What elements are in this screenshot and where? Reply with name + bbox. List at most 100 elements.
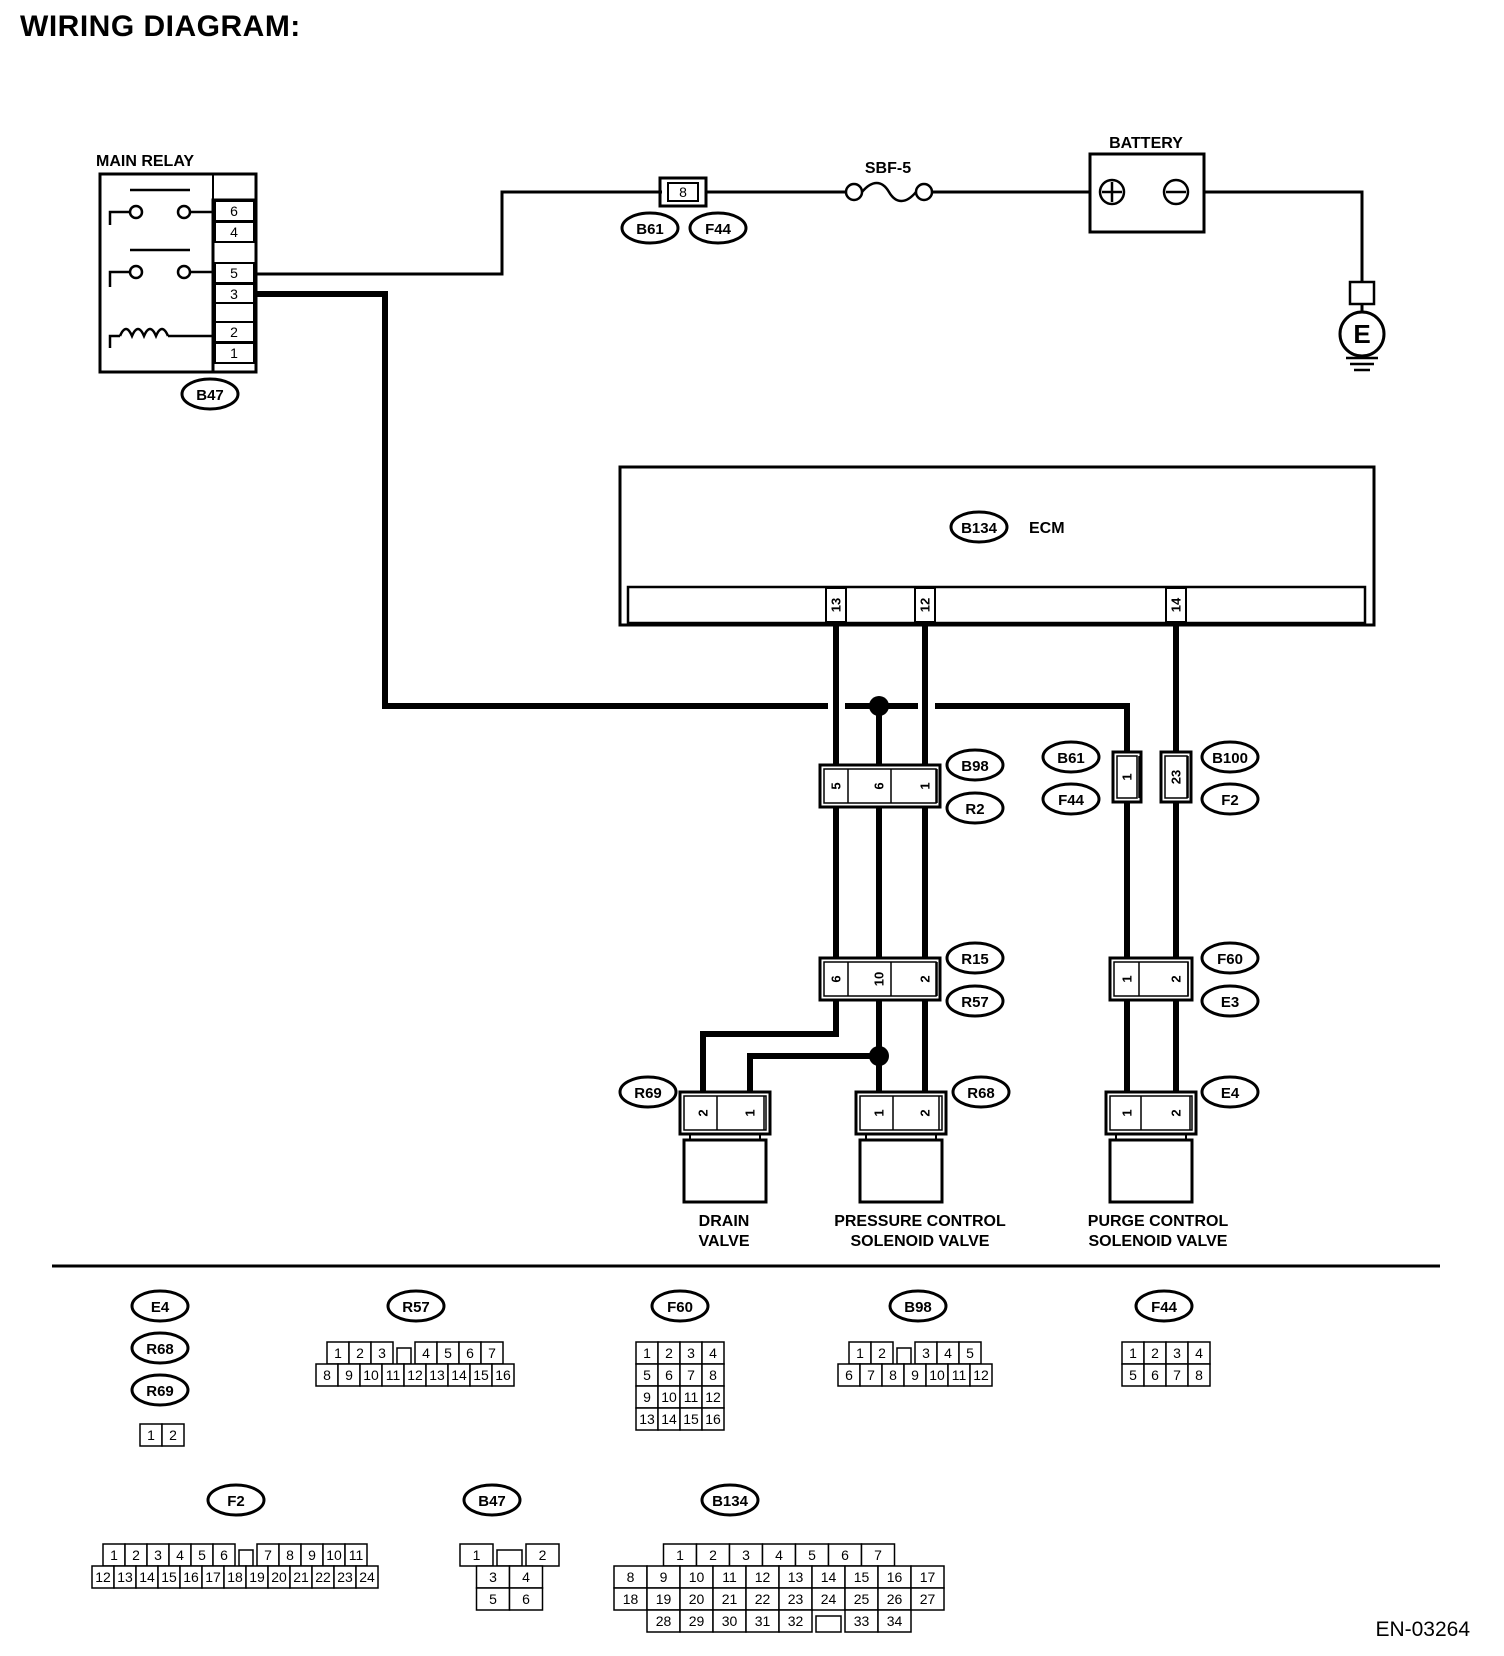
legend-tag: B134 (700, 1483, 760, 1517)
main-relay-label: MAIN RELAY (96, 153, 194, 170)
load-label-line: VALVE (699, 1233, 750, 1250)
legend-cell-label: 26 (887, 1591, 903, 1607)
splice-dot-bottom (869, 1046, 889, 1066)
junction-tag-top: B98 (945, 748, 1005, 782)
legend-cell-label: 17 (920, 1569, 936, 1585)
junction-tag-bottom: R2 (945, 791, 1005, 825)
legend-cell-label: 10 (689, 1569, 705, 1585)
legend-cell-label: 21 (293, 1569, 309, 1585)
legend-cell-label: 20 (271, 1569, 287, 1585)
junction-tag-bottom: F2 (1200, 782, 1260, 816)
legend-cell-label: 4 (422, 1345, 430, 1361)
legend-tag: F2 (206, 1483, 266, 1517)
legend-cell-label: 7 (488, 1345, 496, 1361)
legend-cell-label: 7 (264, 1547, 272, 1563)
legend-cell-label: 8 (709, 1367, 717, 1383)
junction-tag-bottom: R57 (945, 984, 1005, 1018)
legend-cell-label: 12 (407, 1367, 423, 1383)
load-connector-tag: R69 (618, 1075, 678, 1109)
load-connector-tag: E4 (1200, 1075, 1260, 1109)
legend-cell-label: 2 (878, 1345, 886, 1361)
ground-symbol: E (1338, 280, 1386, 372)
junction-tag-top: F60 (1200, 941, 1260, 975)
legend-cell-label: 1 (643, 1345, 651, 1361)
junction-pin-label: 5 (829, 782, 844, 789)
legend-cell-label: 13 (639, 1411, 655, 1427)
legend-tag: R68 (130, 1331, 190, 1365)
legend-cell-label: 23 (337, 1569, 353, 1585)
legend-cell-label: 4 (176, 1547, 184, 1563)
fuse: 8 B61 F44 (620, 176, 748, 245)
legend-cell-label: 2 (356, 1345, 364, 1361)
legend-cell-label: 1 (473, 1547, 481, 1563)
legend-cell-label: 5 (808, 1547, 816, 1563)
legend-cell (491, 1363, 515, 1387)
legend-cell-label: 13 (788, 1569, 804, 1585)
load-pin-label: 2 (696, 1109, 711, 1116)
legend-cell (508, 1587, 544, 1611)
figure-id: EN-03264 (1375, 1618, 1470, 1641)
legend-cell-label: 11 (684, 1389, 699, 1405)
svg-text:E4: E4 (151, 1299, 170, 1316)
legend-cell-label: 25 (854, 1591, 870, 1607)
junction-pin-label: 1 (1120, 975, 1135, 982)
svg-text:F60: F60 (1217, 951, 1243, 968)
legend-cell-label: 18 (227, 1569, 243, 1585)
legend-cell-label: 6 (466, 1345, 474, 1361)
legend-cell-label: 9 (643, 1389, 651, 1405)
legend-cell-label: 6 (1151, 1367, 1159, 1383)
legend-cell-label: 23 (788, 1591, 804, 1607)
ecm-pin-cell (1165, 587, 1187, 623)
legend-cell-label: 4 (709, 1345, 717, 1361)
ecm-pin-cell (825, 587, 847, 623)
legend-key-notch (815, 1615, 842, 1633)
wire-battery-ground (1205, 190, 1364, 282)
legend-cell-label: 5 (643, 1367, 651, 1383)
fuse-number: 8 (679, 184, 687, 200)
legend-cell-label: 16 (495, 1367, 511, 1383)
legend-cell-label: 7 (867, 1367, 875, 1383)
legend-cell-label: 10 (363, 1367, 379, 1383)
legend-cell-label: 14 (821, 1569, 837, 1585)
legend-cell-label: 12 (705, 1389, 721, 1405)
legend-cell-label: 9 (308, 1547, 316, 1563)
legend-cell-label: 24 (821, 1591, 837, 1607)
wire-relay-battery (256, 190, 662, 276)
legend-cell (910, 1587, 945, 1611)
legend-cell-label: 20 (689, 1591, 705, 1607)
legend-cell-label: 11 (349, 1547, 364, 1563)
fusible-link: SBF-5 (844, 160, 934, 203)
legend-cell-label: 16 (705, 1411, 721, 1427)
legend-key-notch (396, 1347, 412, 1365)
legend-cell-label: 9 (911, 1367, 919, 1383)
legend-cell-label: 11 (386, 1367, 401, 1383)
legend-cell-label: 5 (489, 1591, 497, 1607)
legend-cell (778, 1609, 813, 1633)
battery-label: BATTERY (1109, 135, 1183, 152)
load-pin-label: 2 (918, 1109, 933, 1116)
legend-cell (161, 1423, 185, 1447)
relay-pin-cell (214, 342, 255, 364)
load-connector-tag: R68 (951, 1075, 1011, 1109)
legend-cell-label: 11 (952, 1367, 967, 1383)
legend-cell-label: 1 (147, 1427, 155, 1443)
svg-text:B134: B134 (712, 1493, 749, 1510)
junction-tag-bottom: E3 (1200, 984, 1260, 1018)
relay-pin-label: 2 (230, 324, 238, 340)
splice-dot-top (869, 696, 889, 716)
legend-cell-label: 1 (676, 1547, 684, 1563)
legend-cell-label: 28 (656, 1613, 672, 1629)
legend-cell-label: 8 (1195, 1367, 1203, 1383)
relay-pin-label: 6 (230, 203, 238, 219)
ground-label: E (1353, 319, 1370, 349)
ecm-label: ECM (1029, 520, 1065, 537)
svg-text:E4: E4 (1221, 1085, 1240, 1102)
svg-text:B61: B61 (1057, 750, 1085, 767)
